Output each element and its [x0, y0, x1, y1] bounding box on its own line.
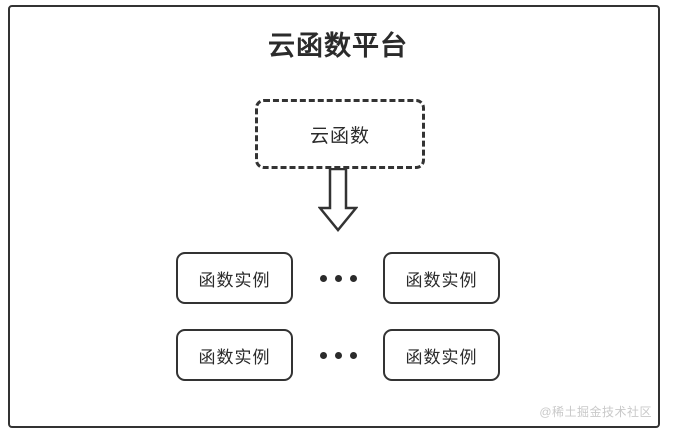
function-instance-label: 函数实例	[198, 347, 271, 367]
page-title: 云函数平台	[268, 31, 408, 61]
function-instance-label: 函数实例	[405, 347, 478, 367]
ellipsis-dot	[334, 274, 342, 282]
function-instance-box[interactable]: 函数实例	[176, 329, 293, 381]
ellipsis-icon	[293, 274, 383, 282]
ellipsis-dot	[349, 274, 357, 282]
function-instance-box[interactable]: 函数实例	[176, 252, 293, 304]
cloud-function-label: 云函数	[309, 125, 370, 147]
function-instance-label: 函数实例	[198, 270, 271, 290]
ellipsis-icon	[293, 351, 383, 359]
ellipsis-dot	[334, 351, 342, 359]
ellipsis-dot	[319, 274, 327, 282]
function-instance-box[interactable]: 函数实例	[383, 252, 500, 304]
function-instance-label: 函数实例	[405, 270, 478, 290]
ellipsis-dot	[319, 351, 327, 359]
cloud-function-box: 云函数	[255, 99, 425, 169]
function-instance-box[interactable]: 函数实例	[383, 329, 500, 381]
instance-row: 函数实例 函数实例	[0, 252, 676, 304]
ellipsis-dot	[349, 351, 357, 359]
down-block-arrow-icon	[317, 167, 359, 232]
instance-row: 函数实例 函数实例	[0, 329, 676, 381]
watermark: @稀土掘金技术社区	[539, 405, 652, 419]
